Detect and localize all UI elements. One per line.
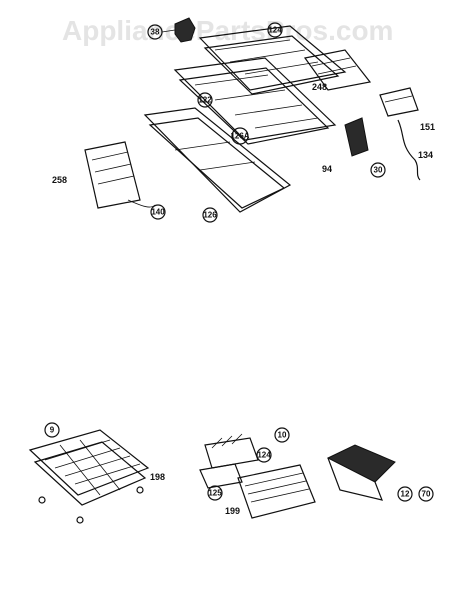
callout-124-top: 124 <box>267 22 283 38</box>
front-panel-part <box>143 107 292 213</box>
callout-258: 258 <box>52 175 67 185</box>
callout-125: 125 <box>207 485 223 501</box>
tine-row-part <box>199 433 259 489</box>
svg-text:38: 38 <box>151 28 160 37</box>
callout-122: 122 <box>197 92 213 108</box>
watermark-text: AppliancePartsPros.com <box>62 15 393 46</box>
callout-198: 198 <box>150 472 165 482</box>
callout-9: 9 <box>44 422 60 438</box>
callout-126: 126 <box>202 207 218 223</box>
console-lower-part <box>173 57 337 145</box>
callout-30: 30 <box>370 162 386 178</box>
callout-140: 140 <box>150 204 166 220</box>
control-module-part-30 <box>344 117 369 157</box>
callout-199: 199 <box>225 506 240 516</box>
svg-text:124: 124 <box>268 26 282 35</box>
lower-rack-part <box>28 429 150 524</box>
callout-70: 70 <box>418 486 434 502</box>
callout-12: 12 <box>397 486 413 502</box>
svg-text:30: 30 <box>374 166 383 175</box>
wire-part <box>397 119 421 181</box>
callout-151: 151 <box>420 122 435 132</box>
svg-text:122: 122 <box>198 96 212 105</box>
callout-248: 248 <box>312 82 327 92</box>
svg-text:9: 9 <box>50 426 55 435</box>
svg-text:10: 10 <box>278 431 287 440</box>
svg-text:12: 12 <box>401 490 410 499</box>
svg-text:126A: 126A <box>230 132 249 141</box>
callout-134: 134 <box>418 150 433 160</box>
svg-text:125: 125 <box>208 489 222 498</box>
silverware-basket-part <box>326 444 396 501</box>
callout-38: 38 <box>147 24 176 40</box>
bracket-part-38 <box>174 17 196 43</box>
upper-rack-part <box>237 464 316 519</box>
knob-part <box>379 87 419 117</box>
callout-10: 10 <box>274 427 290 443</box>
svg-text:70: 70 <box>422 490 431 499</box>
svg-text:140: 140 <box>151 208 165 217</box>
callout-124-bottom: 124 <box>256 447 272 463</box>
callout-94: 94 <box>322 164 332 174</box>
circuit-board-part <box>84 141 156 209</box>
switch-module-part <box>303 49 372 91</box>
callout-126a: 126A <box>230 127 250 145</box>
svg-text:126: 126 <box>203 211 217 220</box>
svg-text:124: 124 <box>257 451 271 460</box>
